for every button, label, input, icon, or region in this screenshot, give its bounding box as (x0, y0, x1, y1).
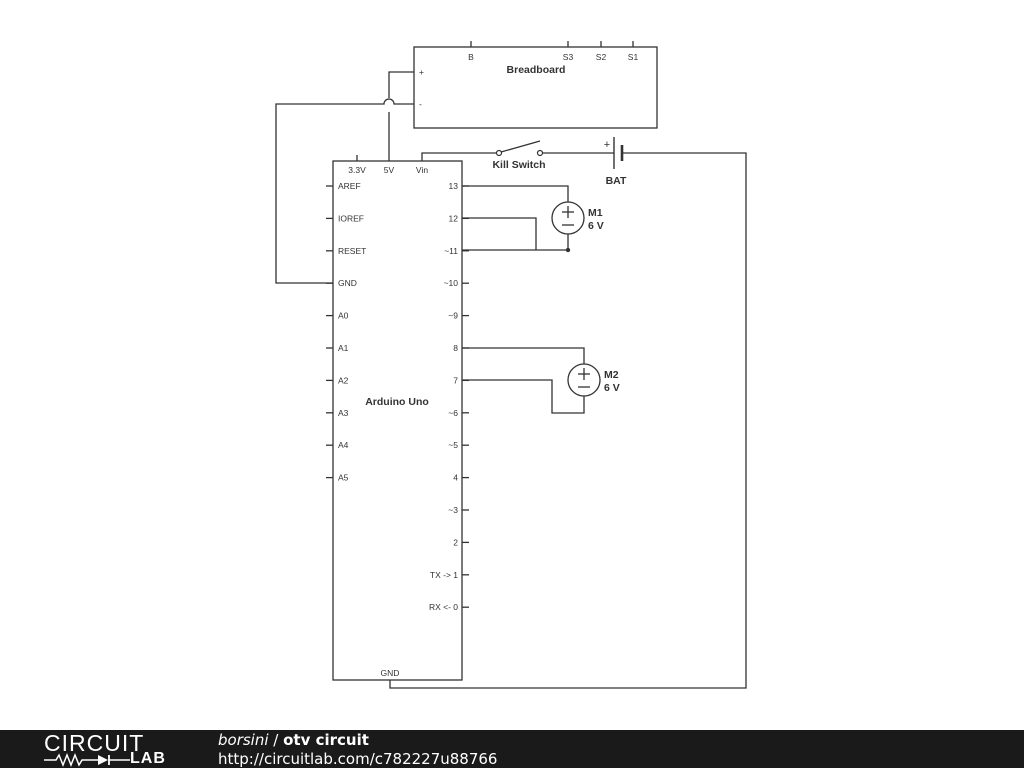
motor-m1: M1 6 V (551, 201, 604, 235)
motor-m2: M2 6 V (567, 363, 620, 397)
arduino-pin-gnd-bottom: GND (381, 668, 400, 678)
breadboard-pin-s2: S2 (596, 52, 607, 62)
junction-dot (565, 247, 571, 253)
arduino-pin-13-label: 13 (449, 181, 459, 191)
breadboard-pin-minus: - (419, 99, 422, 109)
arduino-pin-gnd-label: GND (338, 278, 357, 288)
kill-switch-label: Kill Switch (492, 159, 545, 171)
breadboard-pin-s1: S1 (628, 52, 639, 62)
arduino-pin-5v: 5V (384, 165, 395, 175)
arduino-pin-a2-label: A2 (338, 375, 349, 385)
wire-pin8-m2 (462, 347, 585, 364)
motor-m1-voltage: 6 V (588, 220, 604, 232)
wire-vin-switch (421, 152, 497, 161)
arduino-pin-a1-label: A1 (338, 343, 349, 353)
resistor-diode-icon (44, 753, 130, 767)
attribution-separator: / (268, 731, 284, 749)
arduino-pin-8-label: 8 (453, 343, 458, 353)
motor-m2-name: M2 (604, 369, 619, 381)
wire-pin13-m1 (462, 185, 569, 202)
battery-plus-sign: + (604, 139, 610, 151)
wire-gnd-breadboard (275, 98, 414, 284)
arduino-pin-7-label: 7 (453, 375, 458, 385)
arduino-pin-10-label: ~10 (444, 278, 459, 288)
circuitlab-logo[interactable]: CIRCUIT LAB (44, 730, 179, 768)
arduino-uno: Arduino Uno 3.3V 5V Vin GND AREF IOREF RES… (326, 155, 469, 681)
arduino-pin-reset-label: RESET (338, 246, 366, 256)
wire-pin7-m2 (462, 379, 585, 414)
wire-battery-gnd (389, 152, 747, 689)
breadboard-body (413, 46, 658, 129)
arduino-pin-a0-label: A0 (338, 311, 349, 321)
arduino-pin-12-label: 12 (449, 213, 459, 223)
arduino-pin-rx-0-label: RX <- 0 (429, 602, 458, 612)
arduino-pin-2-label: 2 (453, 537, 458, 547)
arduino-pin-a5-label: A5 (338, 473, 349, 483)
arduino-pin-6-label: ~6 (448, 408, 458, 418)
arduino-pin-3v3: 3.3V (348, 165, 366, 175)
breadboard-pin-b: B (468, 52, 474, 62)
circuit-attribution: borsini / otv circuit (218, 731, 369, 749)
arduino-pin-a4-label: A4 (338, 440, 349, 450)
circuit-url[interactable]: http://circuitlab.com/c782227u88766 (218, 750, 498, 768)
breadboard-title: Breadboard (507, 64, 566, 76)
arduino-title: Arduino Uno (365, 396, 429, 408)
motor-m2-voltage: 6 V (604, 382, 620, 394)
arduino-pin-9-label: ~9 (448, 311, 458, 321)
author-link[interactable]: borsini (218, 731, 269, 749)
arduino-pin-tx-1-label: TX -> 1 (430, 570, 458, 580)
arduino-body (332, 160, 463, 681)
arduino-pin-3-label: ~3 (448, 505, 458, 515)
arduino-pin-ioref-label: IOREF (338, 213, 364, 223)
arduino-pin-5-label: ~5 (448, 440, 458, 450)
arduino-pin-11-label: ~11 (444, 246, 458, 256)
breadboard-pin-plus: + (419, 67, 424, 77)
battery-label: BAT (606, 175, 627, 187)
arduino-pin-aref-label: AREF (338, 181, 361, 191)
breadboard: B S3 S2 S1 Breadboard + - (413, 41, 658, 129)
schematic-diagram: B S3 S2 S1 Breadboard + - Arduino Uno 3.… (275, 41, 747, 689)
kill-switch: Kill Switch (492, 140, 546, 171)
motor-m1-name: M1 (588, 207, 603, 219)
arduino-pin-4-label: 4 (453, 473, 458, 483)
breadboard-pin-s3: S3 (563, 52, 574, 62)
logo-text-circuit: CIRCUIT (44, 730, 145, 756)
footer-bar: CIRCUIT LAB borsini / otv circuit http:/… (0, 730, 1024, 768)
battery: + BAT (604, 137, 627, 187)
circuit-title[interactable]: otv circuit (283, 731, 369, 749)
wires (275, 71, 747, 689)
wire-5v-breadboard (388, 71, 414, 161)
arduino-pin-vin: Vin (416, 165, 428, 175)
logo-text-lab: LAB (130, 750, 166, 767)
arduino-pin-a3-label: A3 (338, 408, 349, 418)
